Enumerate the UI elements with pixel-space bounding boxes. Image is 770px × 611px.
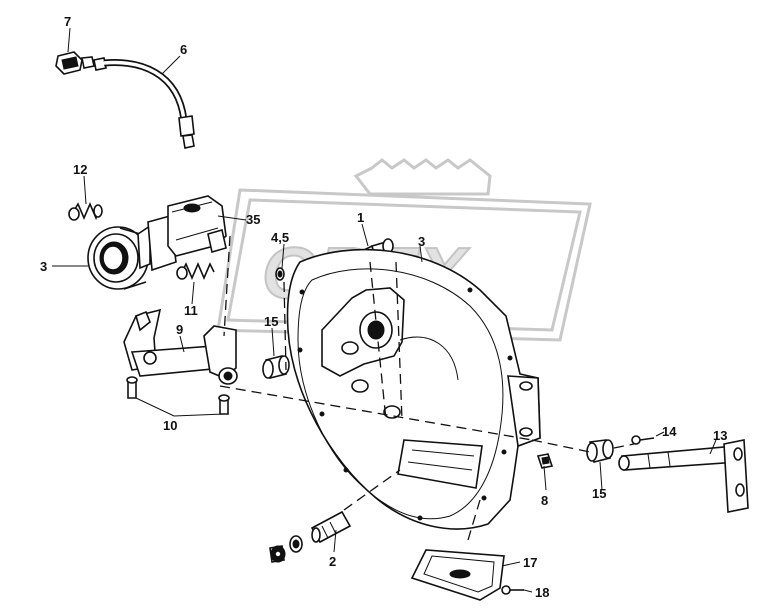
callout-17: 17 (523, 555, 537, 570)
callout-15-left: 15 (264, 314, 278, 329)
part-release-fork (123, 308, 238, 385)
callout-15-right: 15 (592, 486, 606, 501)
part-release-sleeve (137, 195, 227, 272)
part-cover-plate (410, 549, 505, 601)
callout-8: 8 (541, 493, 548, 508)
callout-10: 10 (163, 418, 177, 433)
callout-4-5: 4,5 (271, 230, 289, 245)
part-clutch-housing (286, 248, 541, 530)
callout-11: 11 (184, 303, 198, 318)
part-release-shaft (618, 439, 749, 513)
callout-3-bearing: 3 (40, 259, 47, 274)
callout-1: 1 (357, 210, 364, 225)
part-return-spring (68, 201, 103, 221)
part-hose-line (93, 57, 195, 149)
callout-labels: 7 6 12 35 3 1 3 4,5 11 9 15 10 14 13 8 1… (40, 14, 727, 600)
callout-13: 13 (713, 428, 727, 443)
callout-18: 18 (535, 585, 549, 600)
callout-3-housing: 3 (418, 234, 425, 249)
callout-7: 7 (64, 14, 71, 29)
part-cover-screw (501, 585, 524, 595)
part-bolt-washer (275, 267, 285, 281)
assembly-lines (219, 235, 635, 541)
callout-6: 6 (180, 42, 187, 57)
callout-14: 14 (662, 424, 677, 439)
part-pin (631, 435, 655, 445)
callout-2: 2 (329, 554, 336, 569)
part-drain-plug (536, 453, 554, 469)
part-fork-bolts (126, 376, 230, 415)
part-spring (176, 261, 215, 281)
part-fitting-nut (55, 51, 95, 75)
leader-lines (52, 27, 717, 593)
part-pivot-shaft (269, 510, 352, 563)
part-bushing-right (586, 439, 614, 463)
callout-12: 12 (73, 162, 87, 177)
callout-35: 35 (246, 212, 260, 227)
callout-9: 9 (176, 322, 183, 337)
part-bushing-left (262, 355, 290, 379)
